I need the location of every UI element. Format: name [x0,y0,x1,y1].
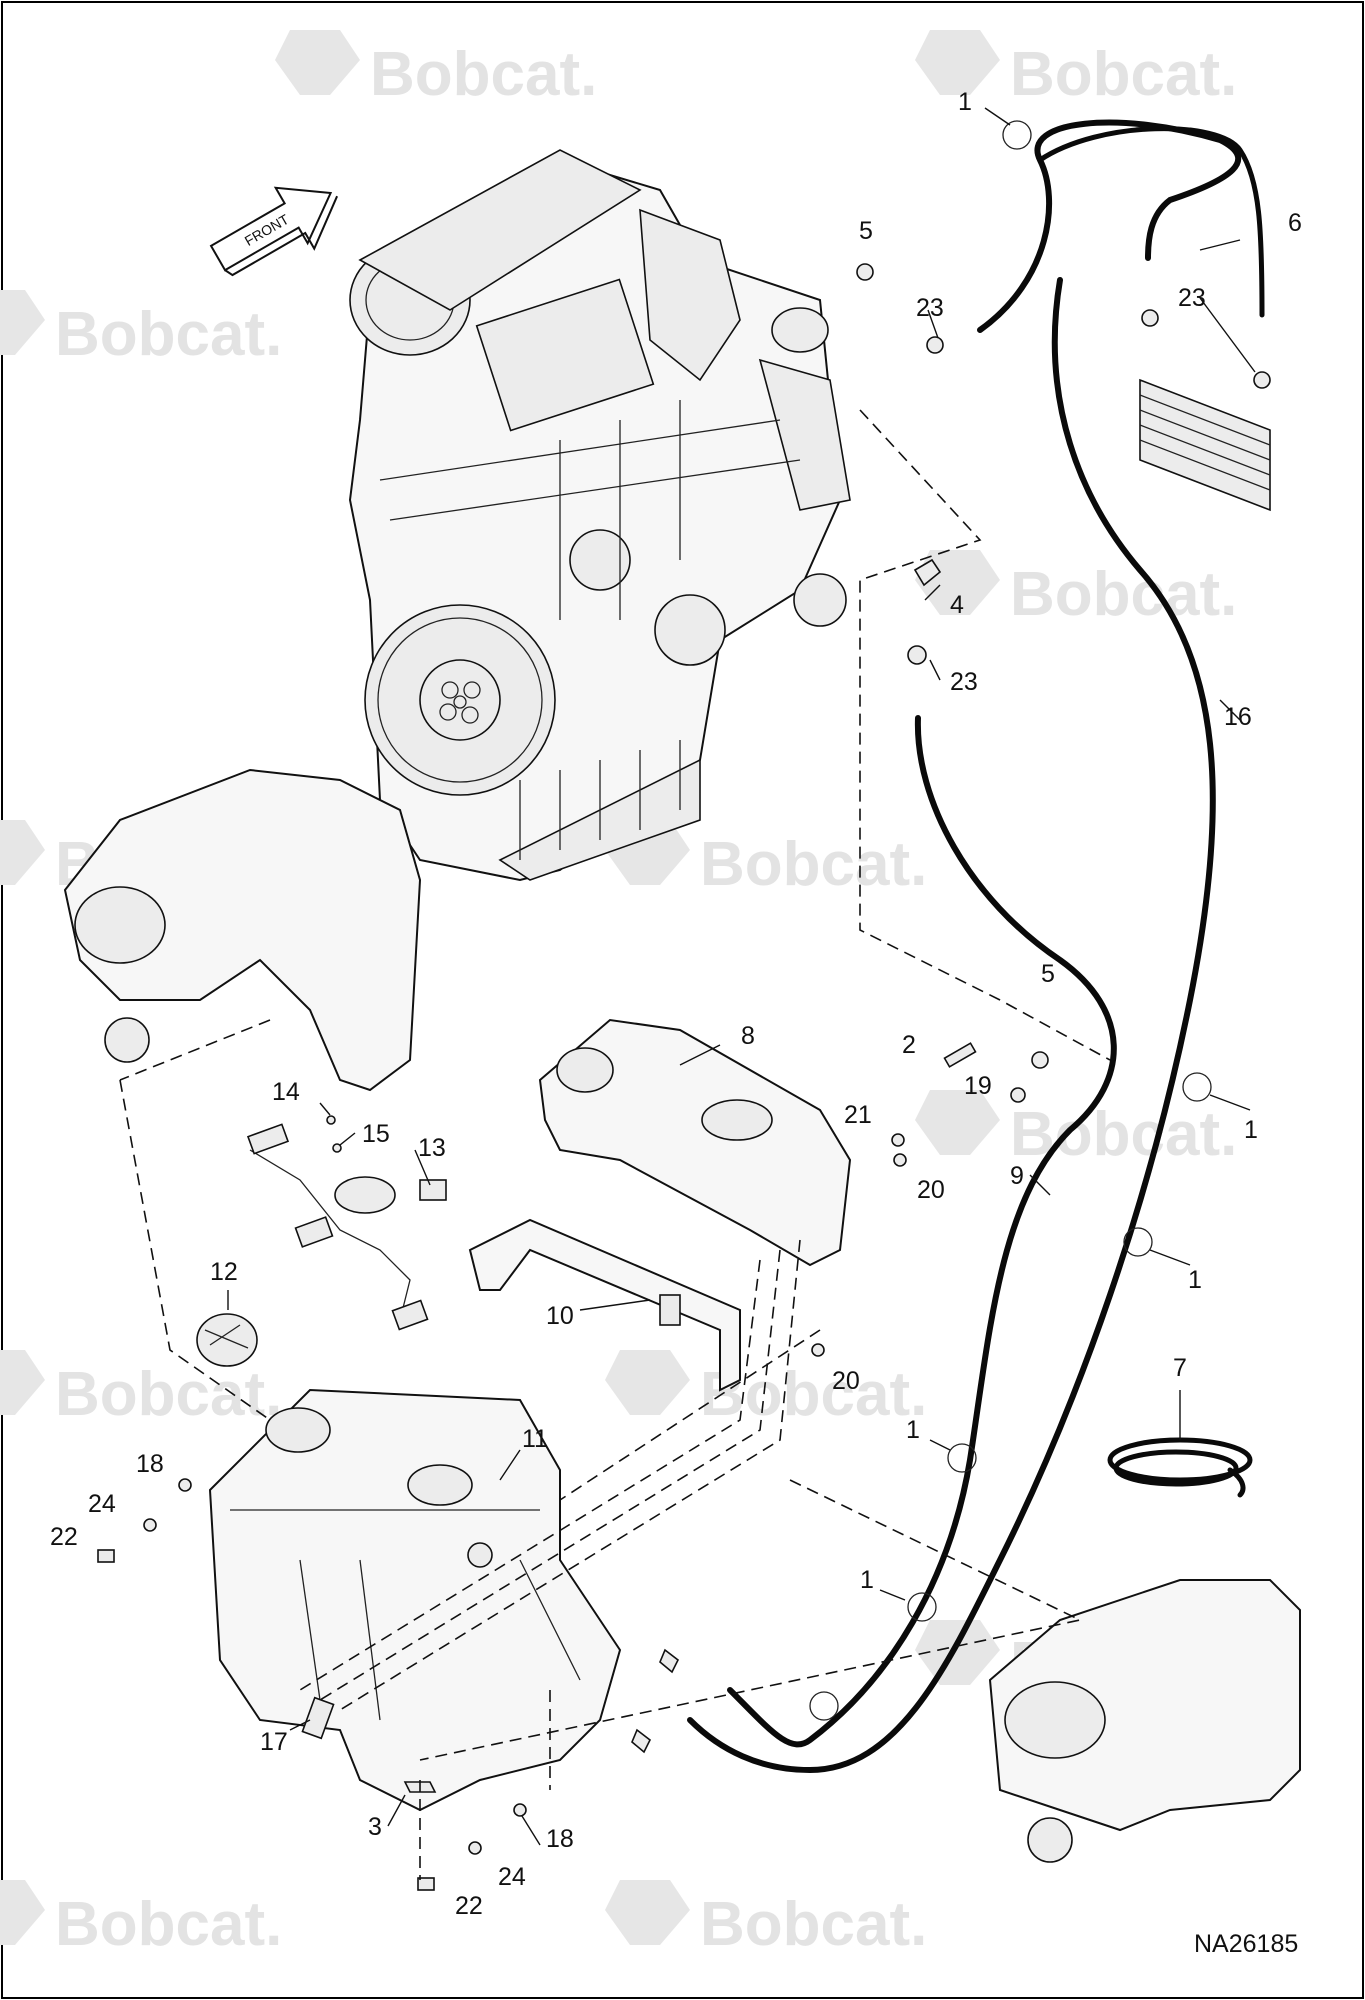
hose-kit-coil [1107,1437,1253,1498]
callout: 1 [1188,1266,1202,1294]
callout: 23 [916,294,944,322]
callout: 18 [136,1450,164,1478]
front-direction-arrow: FRONT [209,186,339,277]
watermark-logo [0,1350,45,1415]
watermark-text: Bobcat. [55,1360,282,1429]
callout: 20 [917,1176,945,1204]
watermark-text: Bobcat. [700,1890,927,1959]
watermark-logo [915,30,1000,95]
callout: 16 [1224,703,1252,731]
watermark-logo [0,820,45,885]
shield-right [988,1579,1301,1863]
callout: 20 [832,1367,860,1395]
callout: 5 [859,217,873,245]
hose-clamps [809,120,1212,1721]
leader-lines [227,107,1256,1846]
callout: 1 [958,88,972,116]
watermark-text: Bobcat. [1010,40,1237,109]
callout: 13 [418,1134,446,1162]
engine-cover [538,1018,852,1267]
watermark-logo [915,1090,1000,1155]
callout: 1 [1244,1116,1258,1144]
callout: 23 [950,668,978,696]
callout-labels: 1 1 1 1 1 1 2 3 4 5 5 6 7 8 9 10 11 12 1… [50,88,1302,1920]
hardware [97,263,1271,1891]
dashed-references [119,409,1111,1880]
callout: 6 [1288,209,1302,237]
watermark-text: Bobcat. [55,300,282,369]
watermark-text: Bobcat. [700,830,927,899]
callout: 1 [906,1416,920,1444]
watermark-logo [0,1880,45,1945]
watermark-logo [605,1350,690,1415]
callout: 11 [522,1425,548,1453]
callout: 24 [88,1490,116,1518]
callout: 8 [741,1022,755,1050]
callout: 9 [1010,1162,1024,1190]
watermark-text: Bobcat. [55,1890,282,1959]
callout: 14 [272,1078,300,1106]
fuel-sender [246,1123,447,1331]
mounting-bracket [468,1218,741,1392]
callout: 23 [1178,284,1206,312]
callout: 15 [362,1120,390,1148]
callout: 1 [860,1566,874,1594]
callout: 4 [950,591,964,619]
watermark-logo [275,30,360,95]
watermark-text: Bobcat. [370,40,597,109]
fuel-hoses [687,119,1265,1774]
shield-left [63,768,422,1092]
callout: 22 [455,1892,483,1920]
callout: 2 [902,1031,916,1059]
callout: 24 [498,1863,526,1891]
engine-assembly [348,149,851,882]
callout: 7 [1173,1354,1187,1382]
watermark-text: Bobcat. [1010,560,1237,629]
callout: 3 [368,1813,382,1841]
callout: 12 [210,1258,238,1286]
callout: 17 [260,1728,288,1756]
fuel-cap [196,1313,258,1367]
callout: 22 [50,1523,78,1551]
watermark-logo [915,1620,1000,1685]
watermark-logo [605,1880,690,1945]
reference-code: NA26185 [1194,1930,1298,1958]
callout: 10 [546,1302,574,1330]
watermark-logo [0,290,45,355]
callout: 21 [844,1101,872,1129]
callout: 18 [546,1825,574,1853]
callout: 19 [964,1072,992,1100]
fuel-cooler [1139,378,1271,512]
callout: 5 [1041,960,1055,988]
